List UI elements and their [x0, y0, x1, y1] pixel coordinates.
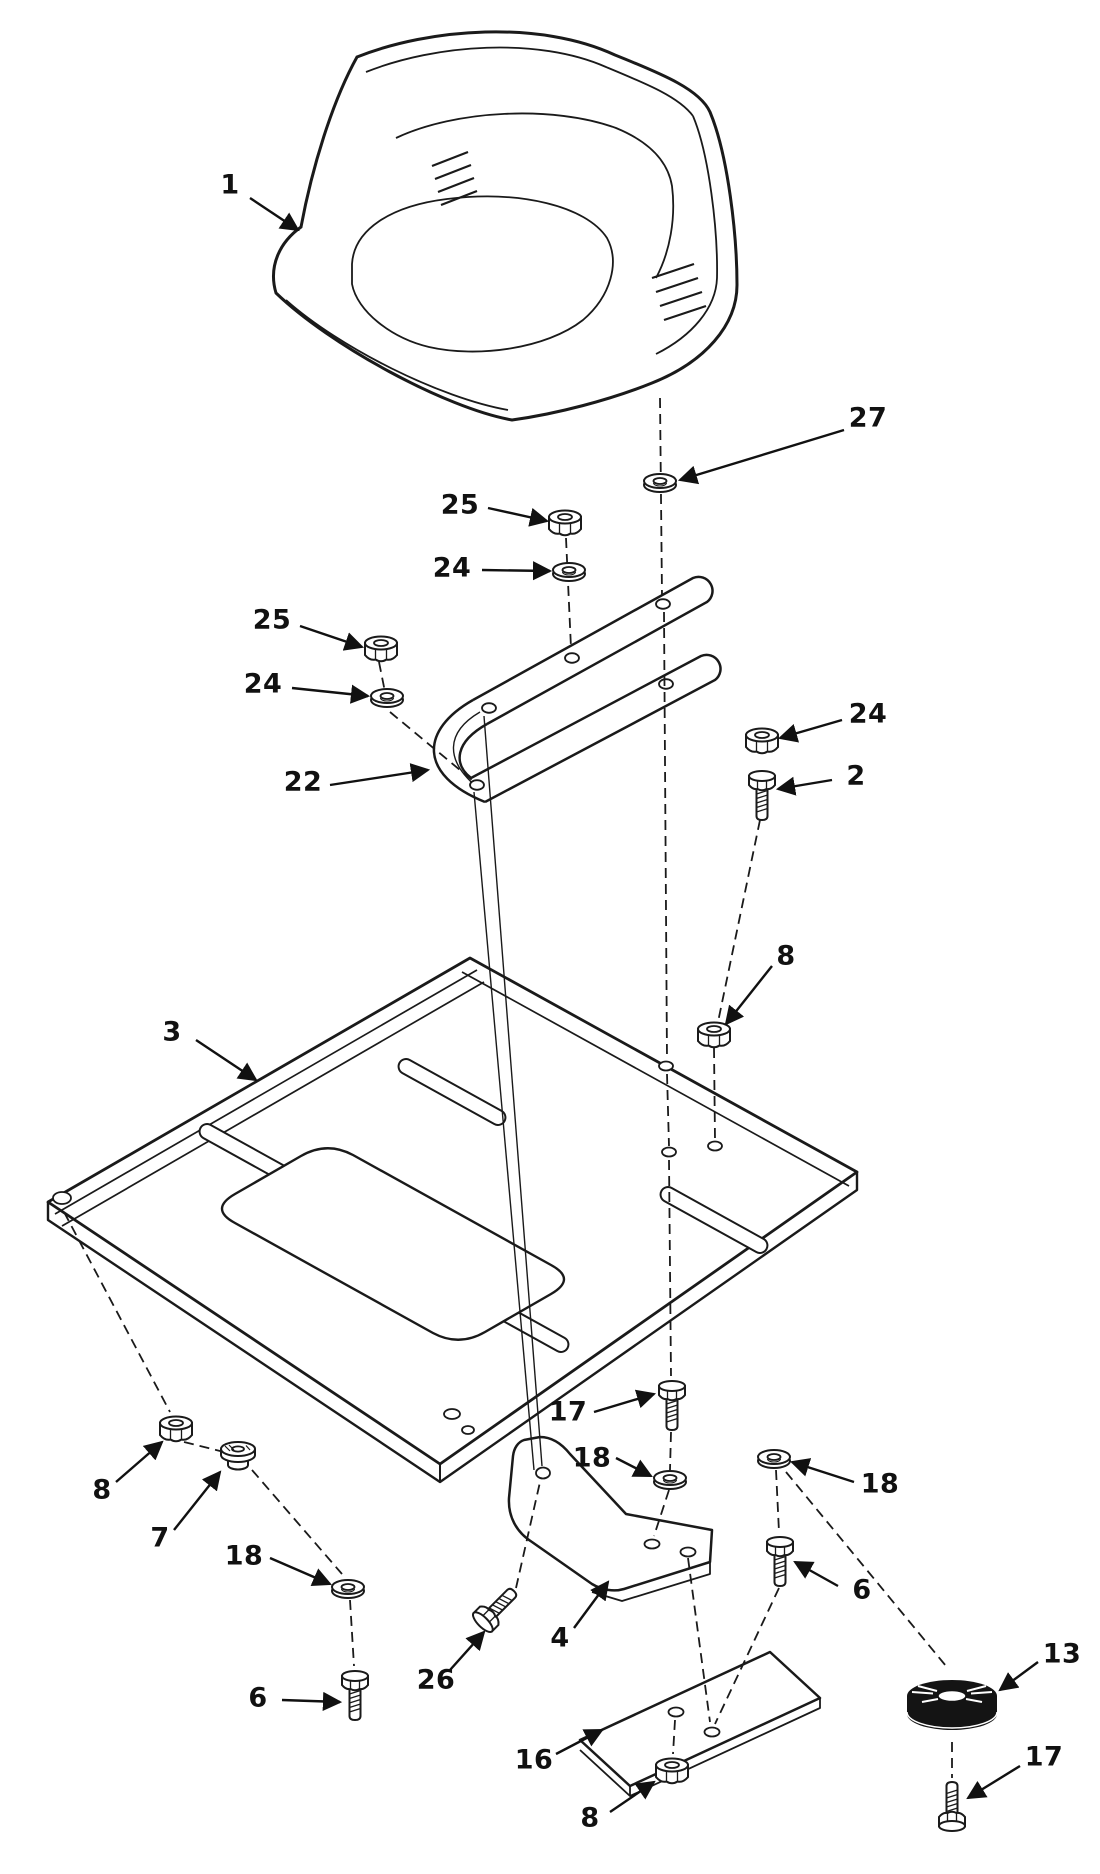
- part-label-27: 27: [848, 402, 888, 434]
- fasteners: [159, 473, 998, 1832]
- part-label-18-middle: 18: [572, 1442, 612, 1474]
- nut-8-bottom: [655, 1757, 689, 1785]
- washer-24-left: [370, 688, 404, 708]
- part-label-26: 26: [416, 1664, 456, 1696]
- part-label-25-left: 25: [252, 604, 292, 636]
- part-label-2: 2: [846, 760, 866, 792]
- part-label-24-upper: 24: [432, 552, 472, 584]
- washer-24-upper: [552, 562, 586, 582]
- seat-illustration: [272, 30, 739, 422]
- bumper-13-illustration: [906, 1680, 998, 1730]
- nut-8-left: [159, 1415, 193, 1443]
- seat-vent-slots-right: [651, 262, 707, 322]
- nut-25-left: [364, 635, 398, 663]
- seat-vent-slots-left: [431, 150, 478, 207]
- part-label-24-right: 24: [848, 698, 888, 730]
- part-label-18-left: 18: [224, 1540, 264, 1572]
- part-label-25-upper: 25: [440, 489, 480, 521]
- washer-24-right: [745, 727, 779, 755]
- nut-8-right: [697, 1021, 731, 1049]
- bolt-26: [469, 1580, 525, 1636]
- reinforcement-plate-illustration: [578, 1650, 822, 1797]
- part-label-6-left: 6: [248, 1682, 268, 1714]
- part-label-17-middle: 17: [548, 1396, 588, 1428]
- bolt-17-bottom: [938, 1781, 966, 1832]
- washer-27: [643, 473, 677, 493]
- seat-pan-cutout: [220, 1147, 566, 1341]
- part-label-24-left: 24: [243, 668, 283, 700]
- part-label-8-right: 8: [776, 940, 796, 972]
- part-label-7: 7: [150, 1522, 170, 1554]
- part-label-4: 4: [550, 1622, 570, 1654]
- part-label-6-right: 6: [852, 1574, 872, 1606]
- part-label-3: 3: [162, 1016, 182, 1048]
- seat-pan-illustration: [46, 956, 859, 1484]
- mount-strap-illustration: [432, 575, 722, 804]
- nut-25-upper: [548, 509, 582, 537]
- part-label-18-right: 18: [860, 1468, 900, 1500]
- bolt-2: [748, 770, 776, 821]
- bolt-6-right: [766, 1536, 794, 1587]
- washer-18-right: [757, 1449, 791, 1469]
- part-label-16: 16: [514, 1744, 554, 1776]
- part-label-8-bottom: 8: [580, 1802, 600, 1834]
- bolt-17-middle: [658, 1380, 686, 1431]
- part-label-1: 1: [220, 169, 240, 201]
- alignment-lines: [63, 397, 953, 1778]
- washer-18-middle: [653, 1470, 687, 1490]
- part-label-17-bottom: 17: [1024, 1741, 1064, 1773]
- bolt-6-left: [341, 1670, 369, 1721]
- leader-arrows: [115, 197, 1039, 1813]
- part-label-22: 22: [283, 766, 323, 798]
- washer-18-left: [331, 1579, 365, 1599]
- part-label-13: 13: [1042, 1638, 1082, 1670]
- part-label-8-left: 8: [92, 1474, 112, 1506]
- bushing-7: [220, 1441, 256, 1471]
